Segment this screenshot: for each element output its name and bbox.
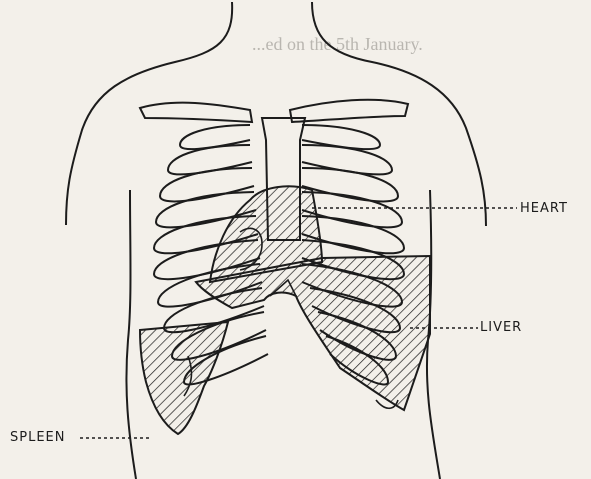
spleen-label: SPLEEN (10, 430, 66, 445)
heart-label: HEART (520, 201, 568, 216)
right-clavicle (290, 100, 408, 122)
body-outline (66, 2, 232, 225)
left-clavicle (140, 103, 252, 122)
liver-region (196, 256, 430, 410)
liver-label: LIVER (480, 320, 522, 335)
